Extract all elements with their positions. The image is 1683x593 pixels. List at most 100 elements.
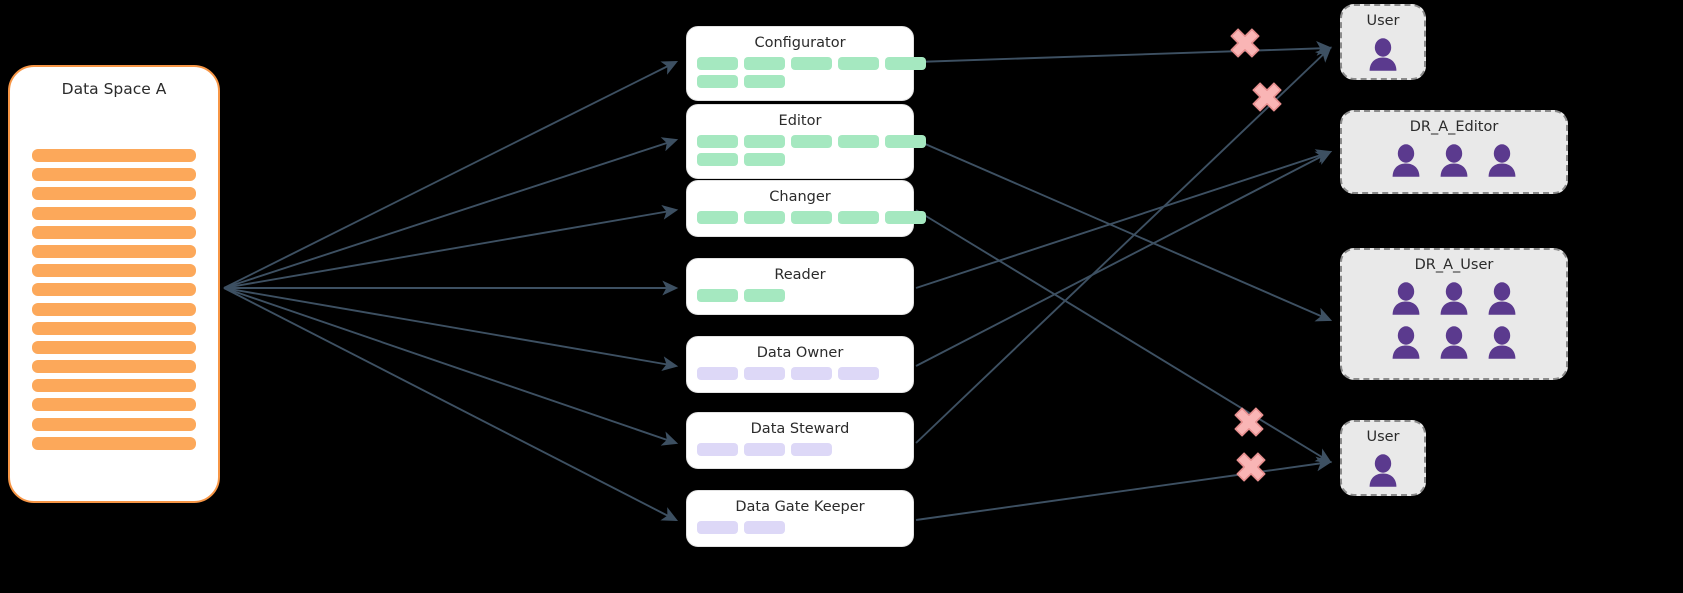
permission-chip-rows — [697, 135, 926, 166]
permission-chip — [744, 57, 785, 70]
permission-chip-row — [697, 57, 926, 70]
person-icon — [1392, 326, 1420, 359]
permission-chip — [744, 135, 785, 148]
permission-chip-row — [697, 75, 903, 88]
permission-chip — [791, 443, 832, 456]
avatar — [1359, 449, 1407, 493]
avatar — [1382, 321, 1430, 365]
permission-chip-row — [697, 289, 903, 302]
permission-chip-row — [697, 135, 926, 148]
data-space-bar — [32, 302, 196, 316]
data-space-bar — [32, 321, 196, 335]
person-icon — [1488, 326, 1516, 359]
permission-chip-rows — [697, 57, 926, 88]
permission-chip — [838, 367, 879, 380]
permission-chip — [791, 211, 832, 224]
permission-chip — [838, 211, 879, 224]
user-group-title: User — [1366, 13, 1400, 29]
permission-chip — [838, 57, 879, 70]
permission-chip-row — [697, 153, 903, 166]
avatar — [1430, 277, 1478, 321]
permission-chip — [885, 211, 926, 224]
person-icon — [1488, 144, 1516, 177]
data-space-bar — [32, 360, 196, 374]
user-group-box[interactable]: DR_A_User — [1340, 248, 1568, 380]
data-space-bar — [32, 225, 196, 239]
fanout-edges — [223, 60, 679, 522]
data-space-panel[interactable]: Data Space A — [8, 65, 220, 503]
role-card[interactable]: Data Steward — [686, 412, 914, 469]
data-space-bar — [32, 187, 196, 201]
permission-chip — [744, 367, 785, 380]
x-cross-icon — [1236, 452, 1266, 482]
user-group-box[interactable]: DR_A_Editor — [1340, 110, 1568, 194]
permission-chip-rows — [697, 443, 903, 456]
blocked-link-marker[interactable] — [1228, 26, 1262, 60]
user-group-title: DR_A_Editor — [1409, 119, 1499, 135]
data-space-bar — [32, 168, 196, 182]
permission-chip — [885, 57, 926, 70]
avatar — [1359, 33, 1407, 77]
blocked-link-marker[interactable] — [1232, 405, 1266, 439]
permission-chip-row — [697, 367, 903, 380]
role-card[interactable]: Data Gate Keeper — [686, 490, 914, 547]
permission-chip-row — [697, 211, 926, 224]
user-avatar-grid — [1357, 449, 1409, 493]
role-card[interactable]: Changer — [686, 180, 926, 237]
permission-chip — [697, 75, 738, 88]
person-icon — [1440, 326, 1468, 359]
person-icon — [1392, 144, 1420, 177]
role-card[interactable]: Editor — [686, 104, 926, 179]
permission-chip — [791, 57, 832, 70]
user-avatar-grid — [1376, 277, 1532, 365]
permission-chip — [697, 289, 738, 302]
permission-chip — [697, 153, 738, 166]
avatar — [1382, 139, 1430, 183]
permission-chip — [838, 135, 879, 148]
data-space-bar — [32, 206, 196, 220]
avatar — [1382, 277, 1430, 321]
permission-chip-rows — [697, 367, 903, 380]
user-avatar-grid — [1357, 33, 1409, 77]
permission-chip-row — [697, 443, 903, 456]
person-icon — [1488, 282, 1516, 315]
data-space-bar — [32, 149, 196, 162]
avatar — [1478, 277, 1526, 321]
x-cross-icon — [1252, 82, 1282, 112]
data-space-bar — [32, 379, 196, 393]
data-space-title: Data Space A — [61, 80, 167, 98]
data-space-bar — [32, 436, 196, 450]
person-icon — [1392, 282, 1420, 315]
user-group-box[interactable]: User — [1340, 4, 1426, 80]
role-card-title: Configurator — [754, 35, 846, 51]
permission-chip — [697, 367, 738, 380]
role-card-title: Changer — [769, 189, 831, 205]
user-group-title: DR_A_User — [1414, 257, 1494, 273]
permission-chip — [744, 211, 785, 224]
permission-chip-row — [697, 521, 903, 534]
data-space-bar-list — [32, 149, 196, 450]
data-space-bar — [32, 264, 196, 278]
avatar — [1478, 321, 1526, 365]
avatar — [1430, 321, 1478, 365]
blocked-link-marker[interactable] — [1234, 450, 1268, 484]
person-icon — [1369, 38, 1397, 71]
person-icon — [1369, 454, 1397, 487]
permission-chip — [697, 521, 738, 534]
permission-chip — [744, 75, 785, 88]
permission-chip — [697, 135, 738, 148]
role-card[interactable]: Data Owner — [686, 336, 914, 393]
user-group-box[interactable]: User — [1340, 420, 1426, 496]
permission-chip — [697, 211, 738, 224]
blocked-link-marker[interactable] — [1250, 80, 1284, 114]
person-icon — [1440, 144, 1468, 177]
permission-chip — [744, 521, 785, 534]
avatar — [1430, 139, 1478, 183]
role-card-title: Editor — [778, 113, 822, 129]
role-card[interactable]: Configurator — [686, 26, 926, 101]
permission-chip-rows — [697, 211, 926, 224]
role-card-title: Data Steward — [750, 421, 850, 437]
data-space-bar — [32, 417, 196, 431]
role-card[interactable]: Reader — [686, 258, 914, 315]
